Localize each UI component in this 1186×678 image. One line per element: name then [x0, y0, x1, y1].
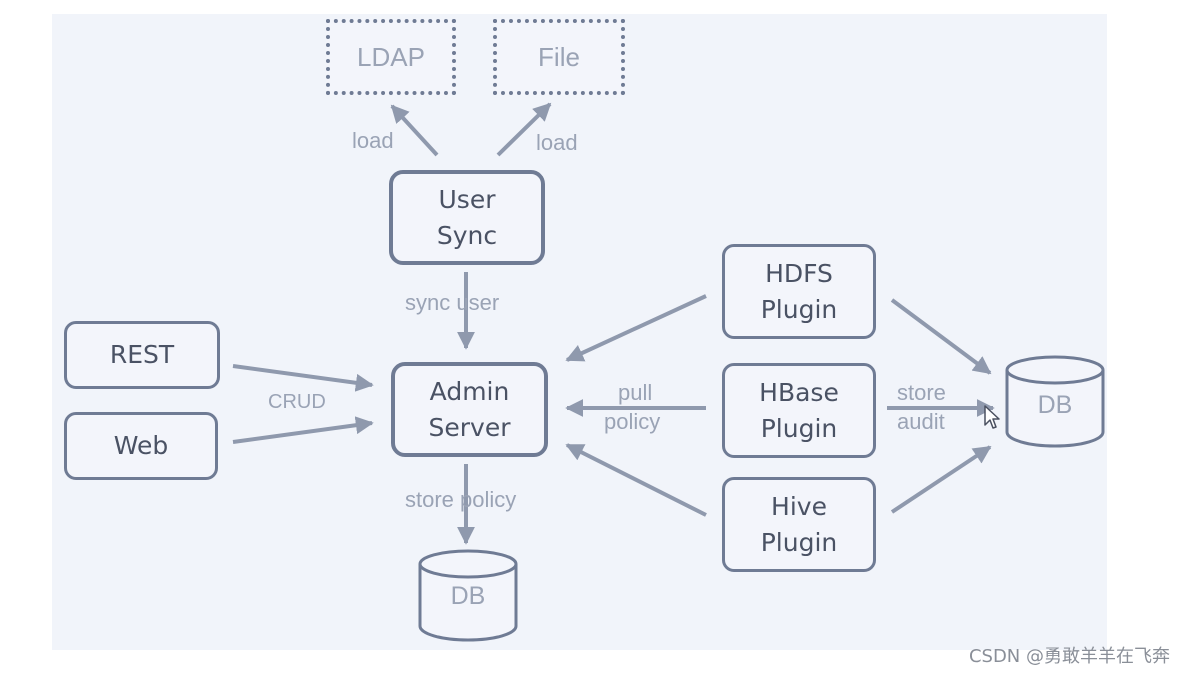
arrow-usersync-to-ldap	[390, 104, 439, 157]
arrow-hdfs-to-admin	[565, 294, 707, 362]
ldap-label: LDAP	[357, 41, 425, 72]
web-label: Web	[113, 431, 169, 460]
arrow-web-to-admin	[232, 416, 374, 444]
admin-server-line2: Server	[428, 412, 511, 442]
store-audit-label: store audit	[897, 378, 946, 436]
sync-user-label: sync user	[405, 290, 500, 315]
hbase-plugin-line1: HBase	[759, 377, 839, 407]
pull-policy-line2: policy	[604, 409, 661, 434]
arrow-hive-to-admin	[565, 443, 707, 517]
hdfs-plugin-line1: HDFS	[765, 258, 833, 288]
hdfs-plugin-line2: Plugin	[760, 294, 838, 324]
load-label-right: load	[536, 130, 578, 155]
arrow-rest-to-admin	[232, 364, 374, 392]
rest-box: REST	[64, 321, 220, 389]
db-bottom-label: DB	[450, 582, 486, 610]
ldap-box: LDAP	[326, 19, 456, 95]
pull-policy-label: pull policy	[604, 378, 660, 436]
load-label-left: load	[352, 128, 394, 153]
pull-policy-line1: pull	[618, 380, 653, 405]
arrow-hive-to-db	[890, 445, 992, 514]
admin-server-line1: Admin	[429, 376, 510, 406]
arrow-hdfs-to-db	[890, 298, 992, 375]
diagram-canvas	[52, 14, 1107, 650]
file-label: File	[538, 41, 580, 72]
store-policy-label: store policy	[405, 487, 517, 512]
store-audit-line1: store	[897, 380, 946, 405]
user-sync-line2: Sync	[436, 220, 498, 250]
admin-server-box: Admin Server	[391, 362, 548, 457]
arrow-usersync-to-file	[496, 102, 552, 157]
crud-label: CRUD	[268, 391, 326, 413]
watermark: CSDN @勇敢羊羊在飞奔	[968, 646, 1170, 667]
db-bottom: DB	[417, 548, 519, 644]
file-box: File	[493, 19, 625, 95]
hbase-plugin-box: HBase Plugin	[722, 363, 876, 458]
web-box: Web	[64, 412, 218, 480]
hbase-plugin-line2: Plugin	[760, 413, 838, 443]
hive-plugin-box: Hive Plugin	[722, 477, 876, 572]
hive-plugin-line2: Plugin	[760, 527, 838, 557]
hdfs-plugin-box: HDFS Plugin	[722, 244, 876, 339]
store-audit-line2: audit	[897, 409, 945, 434]
db-right-label: DB	[1037, 391, 1073, 419]
hive-plugin-line1: Hive	[771, 491, 827, 521]
mouse-cursor-icon	[984, 405, 1000, 429]
db-right: DB	[1004, 353, 1106, 450]
user-sync-box: User Sync	[389, 170, 545, 265]
user-sync-line1: User	[438, 184, 496, 214]
rest-label: REST	[109, 340, 175, 369]
